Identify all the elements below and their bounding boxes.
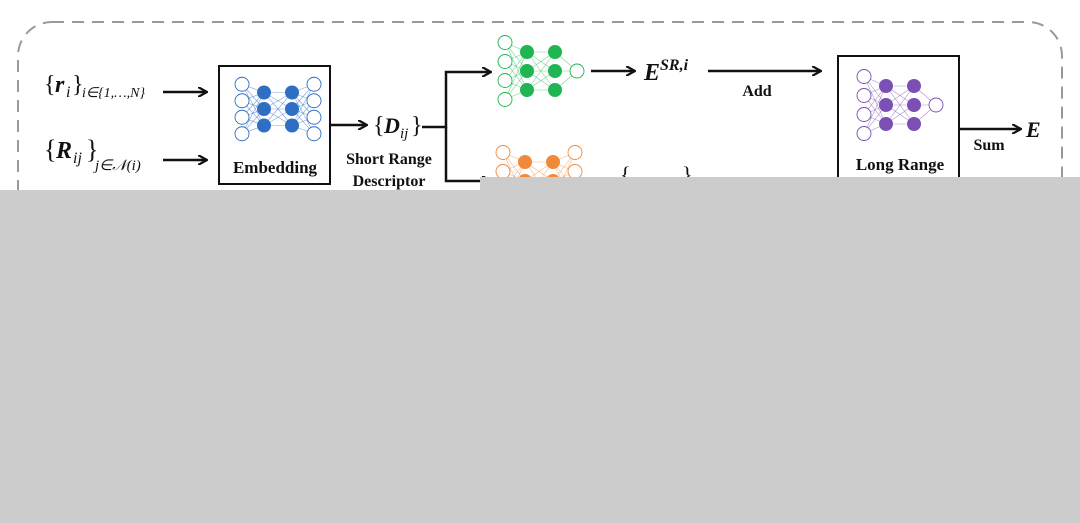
svg-text:ij: ij — [400, 126, 408, 142]
network-node — [285, 85, 299, 100]
network-edge — [291, 84, 315, 126]
svg-text:i: i — [66, 84, 70, 101]
network-node — [879, 79, 893, 93]
network-edge — [504, 51, 528, 100]
svg-text:i∈{1,…,N}: i∈{1,…,N} — [82, 86, 145, 101]
network-node — [497, 54, 513, 69]
network-node — [257, 102, 271, 116]
network-node — [495, 145, 511, 160]
add-label: Add — [742, 83, 771, 100]
descriptor-label-line1: Short Range — [346, 151, 432, 168]
network-node — [234, 126, 250, 142]
network-node — [234, 109, 250, 125]
network-edge — [885, 85, 915, 125]
network-node — [306, 109, 322, 125]
network-node — [856, 88, 872, 103]
network-node — [907, 79, 921, 93]
network-node — [856, 107, 872, 122]
svg-text:}: } — [86, 135, 98, 164]
network-node — [546, 155, 560, 169]
svg-text:r: r — [55, 72, 65, 98]
svg-text:}: } — [72, 72, 84, 98]
svg-text:D: D — [383, 113, 400, 138]
svg-text:{: { — [44, 72, 56, 98]
network-node — [548, 83, 562, 97]
embedding-network-icon — [234, 76, 322, 142]
network-node — [856, 69, 872, 84]
network-node — [234, 76, 250, 92]
network-node — [520, 64, 534, 78]
network-node — [285, 118, 299, 133]
network-node — [257, 118, 271, 133]
network-node — [497, 73, 513, 88]
network-node — [497, 35, 513, 50]
network-node — [306, 93, 322, 109]
descriptor-symbol: { D ij } — [373, 113, 423, 142]
network-node — [257, 85, 271, 100]
network-node — [520, 83, 534, 97]
svg-text:{: { — [620, 162, 631, 187]
svg-text:E: E — [643, 60, 660, 86]
svg-text:R: R — [55, 138, 72, 164]
branch-connector-lower — [444, 127, 490, 181]
svg-text:j∈𝒩(i): j∈𝒩(i) — [93, 158, 141, 174]
short-range-network-icon — [497, 35, 585, 107]
input-positions: { r i } i∈{1,…,N} — [44, 72, 145, 101]
short-range-energy: E SR,i — [643, 57, 689, 86]
network-node — [497, 92, 513, 107]
network-node — [928, 97, 944, 113]
embedding-label: Embedding — [233, 158, 318, 177]
branch-connector — [422, 72, 490, 129]
network-edge — [526, 51, 556, 91]
network-edge — [241, 92, 265, 134]
svg-text:SR,i: SR,i — [660, 57, 689, 74]
network-node — [548, 64, 562, 78]
network-edge — [863, 85, 887, 134]
network-edge — [263, 92, 293, 126]
network-node — [520, 45, 534, 59]
long-range-network-icon — [856, 69, 944, 141]
svg-text:{: { — [373, 113, 385, 139]
output-energy: E — [1025, 117, 1041, 142]
network-node — [879, 117, 893, 131]
network-node — [856, 126, 872, 141]
svg-text:ij: ij — [73, 150, 82, 167]
network-node — [518, 155, 532, 169]
network-node — [879, 98, 893, 112]
network-node — [548, 45, 562, 59]
network-node — [306, 76, 322, 92]
long-range-label: Long Range — [856, 155, 945, 174]
network-node — [306, 126, 322, 142]
network-node — [567, 145, 583, 160]
input-distances: { R ij } j∈𝒩(i) — [44, 135, 141, 174]
network-node — [285, 102, 299, 116]
occlusion-overlay-bottom — [0, 190, 1080, 523]
network-node — [569, 63, 585, 79]
svg-text:{: { — [44, 135, 56, 164]
network-node — [907, 117, 921, 131]
network-node — [907, 98, 921, 112]
network-node — [234, 93, 250, 109]
sum-label: Sum — [973, 137, 1005, 154]
descriptor-label-line2: Descriptor — [353, 173, 426, 190]
svg-text:}: } — [411, 113, 423, 139]
svg-text:}: } — [682, 162, 693, 187]
